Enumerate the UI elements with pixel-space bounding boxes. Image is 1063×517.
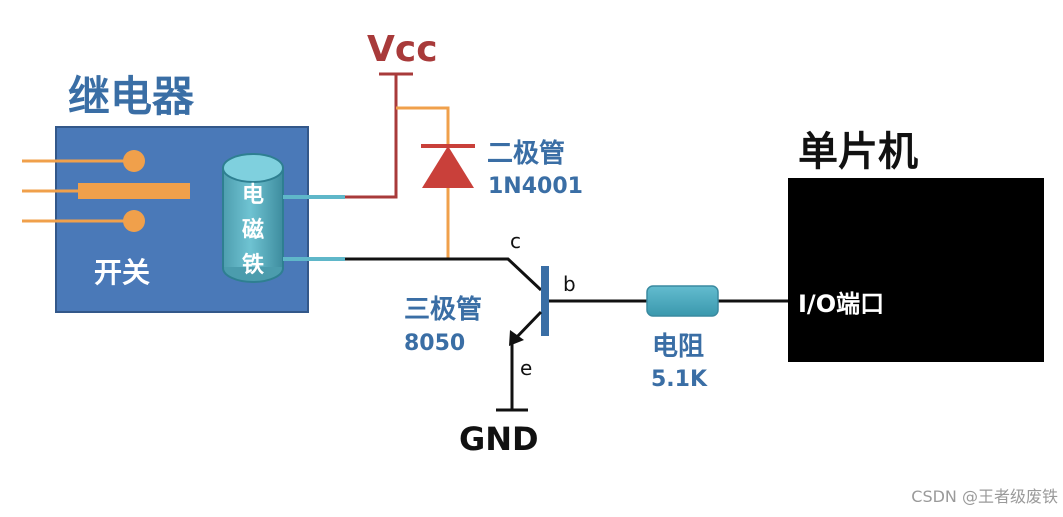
base-pin-label: b [563, 272, 576, 296]
diode-triangle [422, 146, 474, 188]
switch-label: 开关 [94, 256, 150, 289]
mcu-body [788, 178, 1044, 362]
ground: GND [459, 408, 539, 458]
coil-char-1: 电 [242, 183, 264, 208]
vcc-label: Vcc [367, 29, 438, 70]
coil-char-3: 铁 [242, 252, 264, 278]
collector-wire [345, 257, 543, 292]
coil-cover [224, 168, 282, 267]
vcc-supply: Vcc [345, 29, 438, 199]
ground-label: GND [459, 420, 539, 458]
diode-part-number: 1N4001 [488, 174, 583, 199]
transistor-name: 三极管 [404, 295, 482, 325]
transistor-part-number: 8050 [404, 331, 465, 356]
flyback-diode: 二极管 1N4001 [396, 106, 583, 258]
resistor-value: 5.1K [651, 367, 708, 392]
diode-wire [396, 106, 450, 258]
relay-switch: 开关 [22, 150, 190, 289]
emitter-arrow [509, 330, 524, 346]
watermark: CSDN @王者级废铁 [911, 487, 1058, 506]
emitter-pin-label: e [520, 356, 532, 380]
microcontroller: 单片机 I/O端口 [788, 129, 1044, 362]
relay-module: 继电器 开关 电 磁 铁 [22, 72, 345, 313]
vcc-wire [345, 74, 398, 199]
resistor-body [646, 285, 719, 317]
resistor: 电阻 5.1K [646, 285, 719, 392]
relay-title: 继电器 [68, 72, 195, 121]
switch-contact-top [123, 150, 145, 172]
coil-top-cap [222, 153, 284, 183]
resistor-name: 电阻 [652, 332, 704, 362]
coil-char-2: 磁 [242, 217, 264, 243]
relay-coil: 电 磁 铁 [222, 153, 284, 283]
emitter-lead [512, 310, 543, 342]
transistor-base-bar [541, 266, 549, 336]
switch-contact-bottom [123, 210, 145, 232]
io-port-label: I/O端口 [798, 290, 884, 318]
switch-blade [78, 183, 190, 199]
collector-pin-label: c [510, 229, 521, 253]
diode-name: 二极管 [487, 139, 565, 169]
transistor: c b e 三极管 8050 [404, 229, 576, 410]
mcu-title: 单片机 [798, 129, 918, 175]
